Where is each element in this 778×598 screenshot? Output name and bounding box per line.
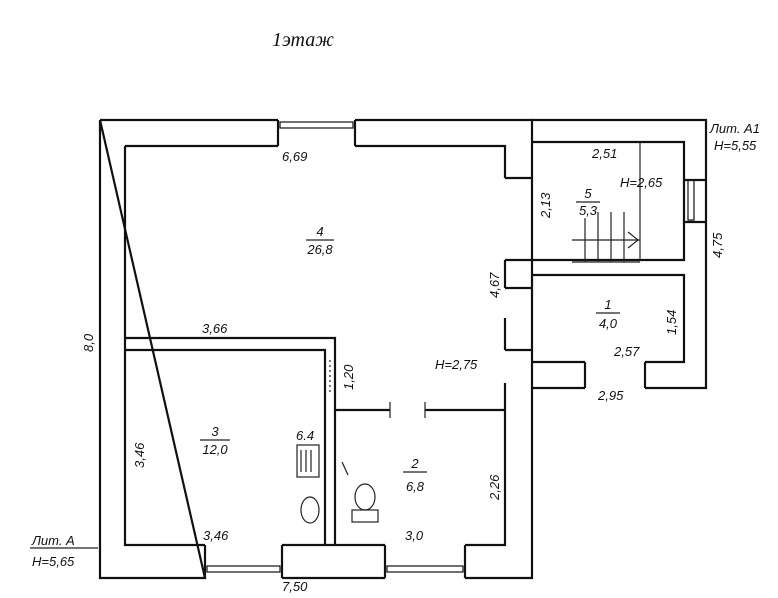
window-a1-right [687,179,695,221]
stair-ceiling-height: Н=2,65 [620,175,663,190]
lit-a-name: Лит. А [31,533,75,548]
window-bottom-right [386,565,464,573]
room-4-number: 4 [316,224,323,239]
room-3-area: 12,0 [202,442,228,457]
room-1-area: 4,0 [599,316,618,331]
dim-room5-width: 2,51 [591,146,617,161]
dim-room2-width: 3,0 [405,528,424,543]
sink-icon [300,496,320,524]
room-2-area: 6,8 [406,479,425,494]
toilet-bowl-icon [354,483,376,511]
room-1-number: 1 [604,297,611,312]
dim-room3-height: 3,46 [132,442,147,468]
dim-room4-width: 6,69 [282,149,307,164]
windows [206,121,695,573]
dim-room2-height: 2,26 [487,474,502,501]
dim-overall-height: 8,0 [81,333,96,352]
dim-a1-depth: 4,75 [710,232,725,258]
window-top [279,121,354,129]
floor-title: 1этаж [272,29,334,51]
main-building-walls [98,118,534,580]
dim-overall-width: 7,50 [282,579,308,594]
dim-room5-height: 2,13 [538,192,553,219]
boiler-icon [296,444,320,478]
boiler-label: 6.4 [296,428,314,443]
dim-room1-width: 2,57 [613,344,640,359]
dim-hall-gap: 1,20 [341,364,356,390]
lit-a1-name: Лит. А1 [709,121,760,136]
main-ceiling-height: Н=2,75 [435,357,478,372]
dim-room1-height: 1,54 [664,310,679,335]
dim-a1-width: 2,95 [597,388,624,403]
lit-a-height: Н=5,65 [32,554,75,569]
staircase [572,212,640,263]
annex-walls [532,118,708,390]
lit-a1-height: Н=5,55 [714,138,757,153]
room-3-number: 3 [211,424,219,439]
toilet-tank-icon [351,509,379,523]
dim-room3-width: 3,46 [203,528,229,543]
room-2-number: 2 [410,456,419,471]
room-4-area: 26,8 [306,242,333,257]
window-bottom-left [206,565,281,573]
stair-arrow-icon [627,231,639,249]
room-5-number: 5 [584,186,592,201]
fixtures [296,444,379,524]
dim-room4-bottom: 3,66 [202,321,228,336]
room-5-area: 5,3 [579,203,598,218]
partitions [125,336,505,545]
dim-room4-partition: 4,67 [487,272,502,298]
